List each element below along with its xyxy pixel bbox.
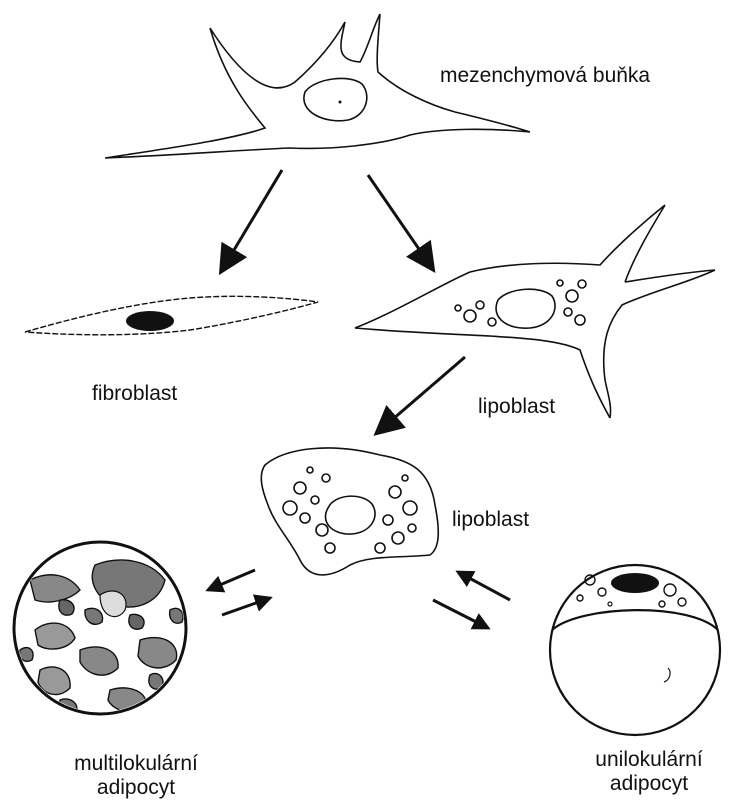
fibroblast-cell bbox=[25, 296, 318, 334]
multilocular-adipocyte bbox=[14, 542, 186, 714]
arrow-from-unilocular bbox=[458, 572, 510, 600]
lipoblast-cell-2 bbox=[261, 448, 438, 575]
unilocular-nucleus bbox=[611, 573, 659, 593]
unilocular-lipid-droplet-border bbox=[552, 610, 718, 630]
arrow-to-fibroblast bbox=[222, 170, 282, 270]
arrow-from-multilocular bbox=[222, 598, 270, 615]
label-unilocular-line2: adipocyt bbox=[564, 772, 734, 796]
label-unilocular-adipocyte: unilokulární adipocyt bbox=[564, 748, 734, 796]
label-multilocular-adipocyte: multilokulární adipocyt bbox=[36, 752, 236, 800]
unilocular-adipocyte bbox=[550, 565, 720, 735]
label-mesenchymal-cell: mezenchymová buňka bbox=[440, 64, 650, 88]
arrow-to-lipoblast-2 bbox=[378, 357, 465, 432]
label-lipoblast-2: lipoblast bbox=[452, 508, 529, 532]
label-lipoblast-1: lipoblast bbox=[478, 395, 555, 419]
label-multilocular-line2: adipocyt bbox=[36, 776, 236, 800]
label-unilocular-line1: unilokulární bbox=[564, 748, 734, 772]
arrow-to-unilocular bbox=[433, 600, 488, 628]
arrow-to-multilocular bbox=[208, 570, 255, 590]
lipoblast-1-nucleus bbox=[496, 289, 555, 328]
label-fibroblast: fibroblast bbox=[92, 382, 177, 406]
mesenchymal-nucleus bbox=[304, 78, 367, 120]
fibroblast-nucleus bbox=[126, 311, 174, 331]
lipoblast-2-nucleus bbox=[325, 496, 375, 534]
arrow-to-lipoblast bbox=[368, 175, 432, 268]
label-multilocular-line1: multilokulární bbox=[36, 752, 236, 776]
